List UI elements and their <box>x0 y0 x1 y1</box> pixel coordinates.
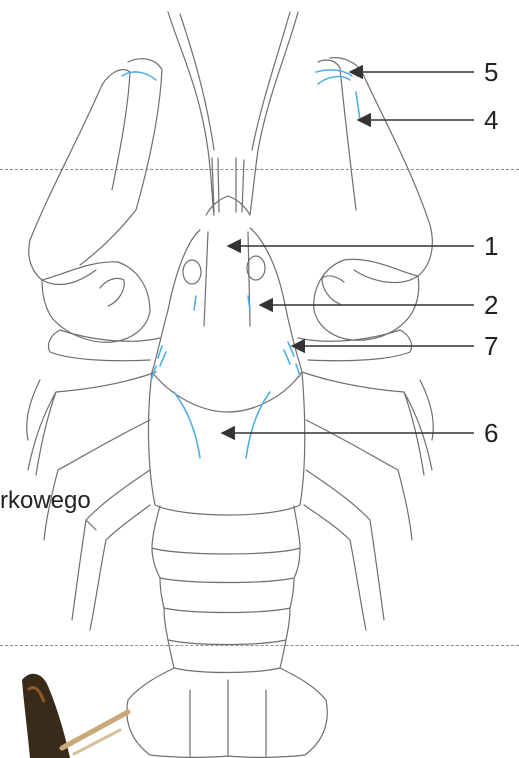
label-1: 1 <box>484 233 498 259</box>
side-text-fragment: rkowego <box>0 487 91 515</box>
label-5: 5 <box>484 59 498 85</box>
label-2: 2 <box>484 292 498 318</box>
label-6: 6 <box>484 420 498 446</box>
crayfish-photo-fragment <box>22 674 128 758</box>
label-7: 7 <box>484 333 498 359</box>
label-4: 4 <box>484 107 498 133</box>
crayfish-outline <box>27 12 434 757</box>
leader-lines <box>222 72 474 433</box>
highlighted-parts <box>122 70 360 458</box>
